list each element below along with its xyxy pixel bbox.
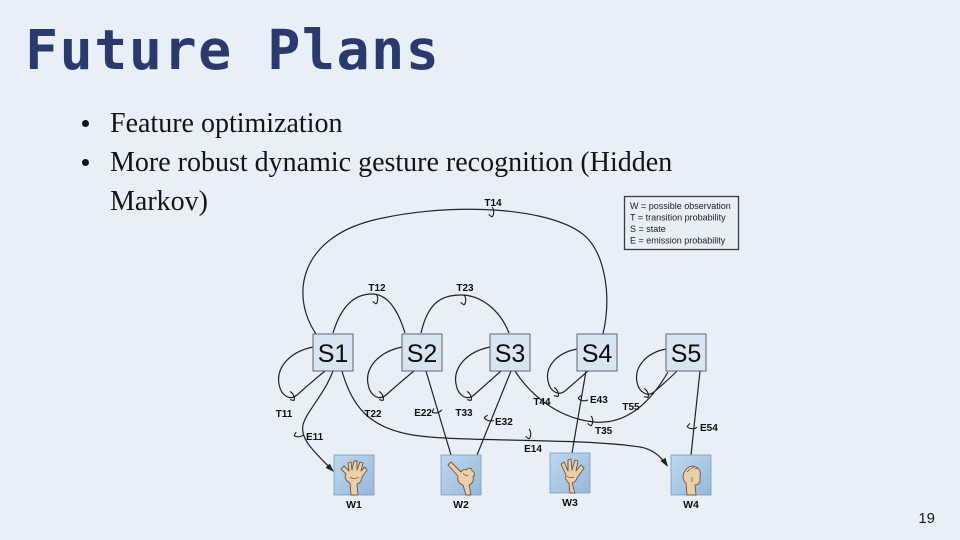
transition-arc-t23	[420, 294, 510, 334]
state-box	[489, 333, 531, 372]
edge-label-e32: E32	[495, 417, 513, 428]
self-loop-t11	[278, 346, 326, 399]
bullet-line: Markov)	[110, 186, 208, 217]
state-label: S4	[582, 340, 613, 368]
state-box	[312, 333, 354, 372]
state-node-s1: S1	[312, 333, 354, 372]
state-label: S5	[671, 340, 702, 368]
flow-tick-e43	[577, 394, 590, 403]
edge-label-e11: E11	[306, 432, 324, 443]
state-label: S2	[407, 340, 438, 368]
bullet-text: More robust dynamic gesture recognition …	[110, 143, 872, 221]
observation-w3	[549, 452, 591, 494]
pointing-hand-icon	[447, 461, 475, 496]
arrowhead-e14	[660, 457, 668, 467]
bullet-item: More robust dynamic gesture recognition …	[82, 143, 872, 221]
observation-w1	[333, 454, 375, 496]
self-loop-t22	[367, 346, 415, 399]
observation-label: W1	[346, 499, 362, 511]
state-label: S1	[318, 340, 349, 368]
edge-label-t22: T22	[364, 409, 382, 420]
transition-arc-t35	[514, 370, 669, 423]
bullet-list: Feature optimization More robust dynamic…	[82, 104, 872, 221]
bullet-icon	[82, 159, 89, 166]
flat-hand-icon	[560, 458, 585, 494]
edge-label-t44: T44	[533, 397, 551, 408]
emission-line-e54	[690, 370, 701, 456]
legend-line: W = possible observation	[630, 201, 731, 211]
flow-tick-t33	[463, 390, 474, 403]
flow-tick-e54	[686, 422, 698, 430]
legend-line: T = transition probability	[630, 213, 726, 223]
edge-label-t14: T14	[484, 198, 502, 209]
page-number: 19	[918, 510, 935, 527]
flow-tick-t22	[375, 390, 386, 403]
emission-line-e43	[571, 370, 587, 454]
edge-label-t55: T55	[622, 402, 640, 413]
observation-label: W4	[683, 499, 699, 511]
emission-curve-e14	[341, 370, 667, 466]
edge-label-t11: T11	[276, 409, 293, 420]
state-node-s3: S3	[489, 333, 531, 372]
edge-label-t12: T12	[368, 283, 386, 294]
self-loop-t33	[455, 346, 502, 399]
emission-line-e32	[476, 370, 512, 456]
arrowhead-e11	[325, 463, 334, 472]
state-box	[665, 333, 707, 372]
slide-title: Future Plans	[25, 18, 441, 82]
edge-label-e22: E22	[414, 408, 432, 419]
edge-label-e54: E54	[700, 423, 718, 434]
open-hand-icon	[340, 460, 368, 496]
self-loop-t55	[635, 348, 678, 395]
transition-arc-t12	[332, 293, 406, 334]
edge-label-t23: T23	[456, 283, 474, 294]
flow-tick-t12	[372, 293, 379, 305]
observation-w4	[670, 454, 712, 496]
hand-detail	[686, 466, 699, 482]
bullet-line: More robust dynamic gesture recognition …	[110, 147, 673, 178]
state-node-s5: S5	[665, 333, 707, 372]
flow-tick-e14	[525, 428, 532, 440]
state-node-s4: S4	[576, 333, 618, 372]
edge-label-t35: T35	[595, 426, 613, 437]
state-node-s2: S2	[401, 333, 443, 372]
transition-arc-t14	[302, 208, 608, 335]
flow-tick-t11	[286, 390, 297, 403]
observation-w2	[440, 454, 482, 496]
bullet-line: Feature optimization	[110, 108, 343, 139]
self-loop-t44	[546, 348, 589, 394]
edge-label-t33: T33	[455, 408, 473, 419]
bullet-icon	[82, 120, 89, 127]
state-box	[401, 333, 443, 372]
legend: W = possible observation T = transition …	[623, 195, 740, 251]
emission-line-e22	[425, 370, 452, 456]
edge-label-e14: E14	[524, 444, 542, 455]
legend-line: S = state	[630, 224, 666, 234]
legend-line: E = emission probability	[630, 236, 726, 246]
state-label: S3	[495, 340, 526, 368]
legend-box	[623, 195, 740, 251]
hand-detail	[462, 472, 469, 476]
edge-label-e43: E43	[590, 395, 608, 406]
observation-label: W2	[453, 499, 469, 511]
hand-detail	[349, 476, 360, 479]
hand-detail	[566, 475, 575, 479]
bullet-text: Feature optimization	[110, 104, 872, 143]
flow-tick-t23	[460, 294, 467, 306]
observation-label: W3	[562, 497, 578, 509]
emission-curve-e11	[302, 370, 334, 470]
state-box	[576, 333, 618, 372]
bullet-item: Feature optimization	[82, 104, 872, 143]
